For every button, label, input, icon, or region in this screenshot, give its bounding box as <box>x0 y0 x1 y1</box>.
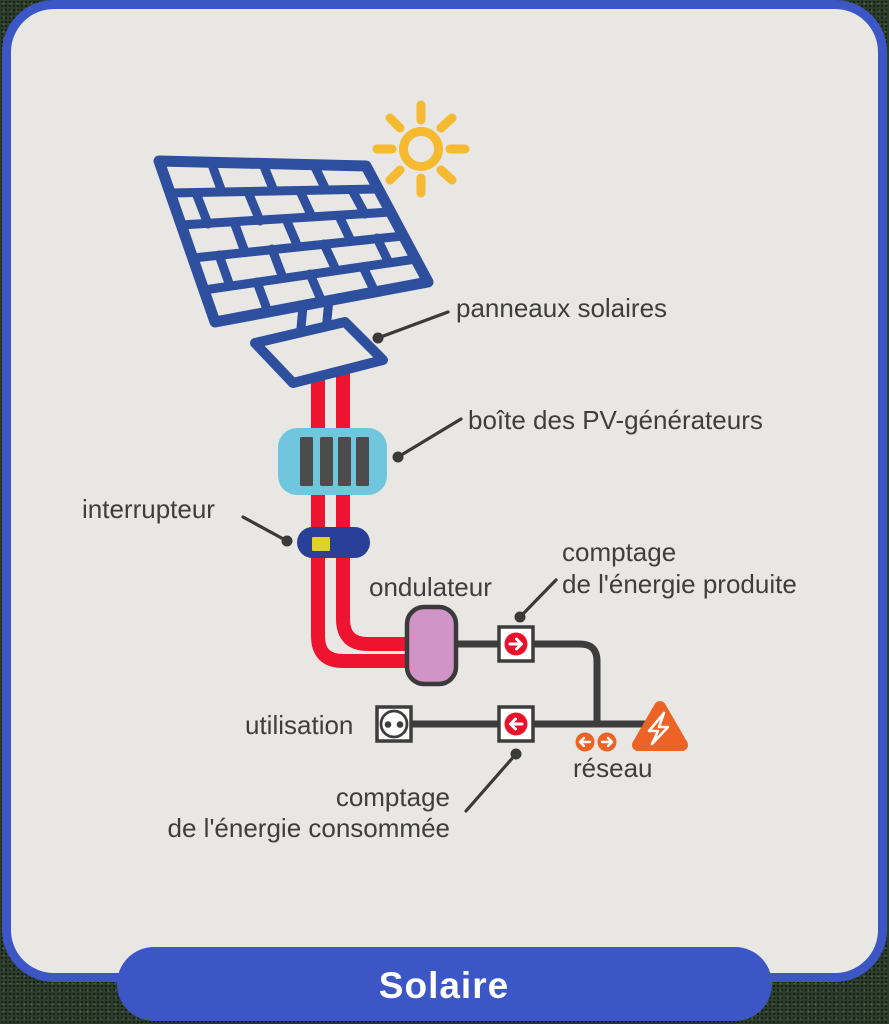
label-produced-metering-line2: de l'énergie produite <box>562 569 797 599</box>
panel-base <box>250 317 388 388</box>
consumption-meter-icon <box>497 705 535 743</box>
dc-cable-inner <box>336 352 407 651</box>
label-consumed-metering-line1: comptage <box>336 782 450 812</box>
solar-panel-icon <box>153 155 434 328</box>
leader-line-produced-metering <box>514 578 558 623</box>
grid-triangle-icon <box>632 701 688 751</box>
label-solar-panels: panneaux solaires <box>456 293 667 323</box>
leader-line-solar-panels <box>372 310 450 344</box>
card <box>2 0 887 982</box>
leader-line-consumed-metering <box>464 748 522 813</box>
lightning-bolt-icon <box>647 711 670 746</box>
grid-import-arrow-icon <box>575 732 595 752</box>
wire-production-meter-to-grid <box>532 640 601 721</box>
grid-export-arrow-icon <box>597 732 617 752</box>
switch-icon <box>297 527 370 558</box>
banner: Solaire <box>117 947 772 1021</box>
dc-cable-outer <box>311 352 407 668</box>
label-produced-metering-line1: comptage <box>562 537 676 567</box>
label-pv-generator-box: boîte des PV-générateurs <box>468 405 763 435</box>
banner-title: Solaire <box>379 965 509 1006</box>
pv-generator-box-icon <box>278 428 387 495</box>
label-switch: interrupteur <box>82 494 215 524</box>
sun-icon <box>372 100 470 198</box>
leader-line-pv-generator-box <box>392 417 463 463</box>
leader-line-switch <box>241 515 293 547</box>
label-inverter: ondulateur <box>369 572 492 602</box>
outlet-icon <box>375 705 413 743</box>
label-usage: utilisation <box>245 710 353 740</box>
label-grid: réseau <box>573 753 653 783</box>
inverter-icon <box>404 604 459 687</box>
production-meter-icon <box>497 625 535 663</box>
label-consumed-metering-line2: de l'énergie consommée <box>168 813 450 843</box>
dc-cables <box>311 352 407 668</box>
